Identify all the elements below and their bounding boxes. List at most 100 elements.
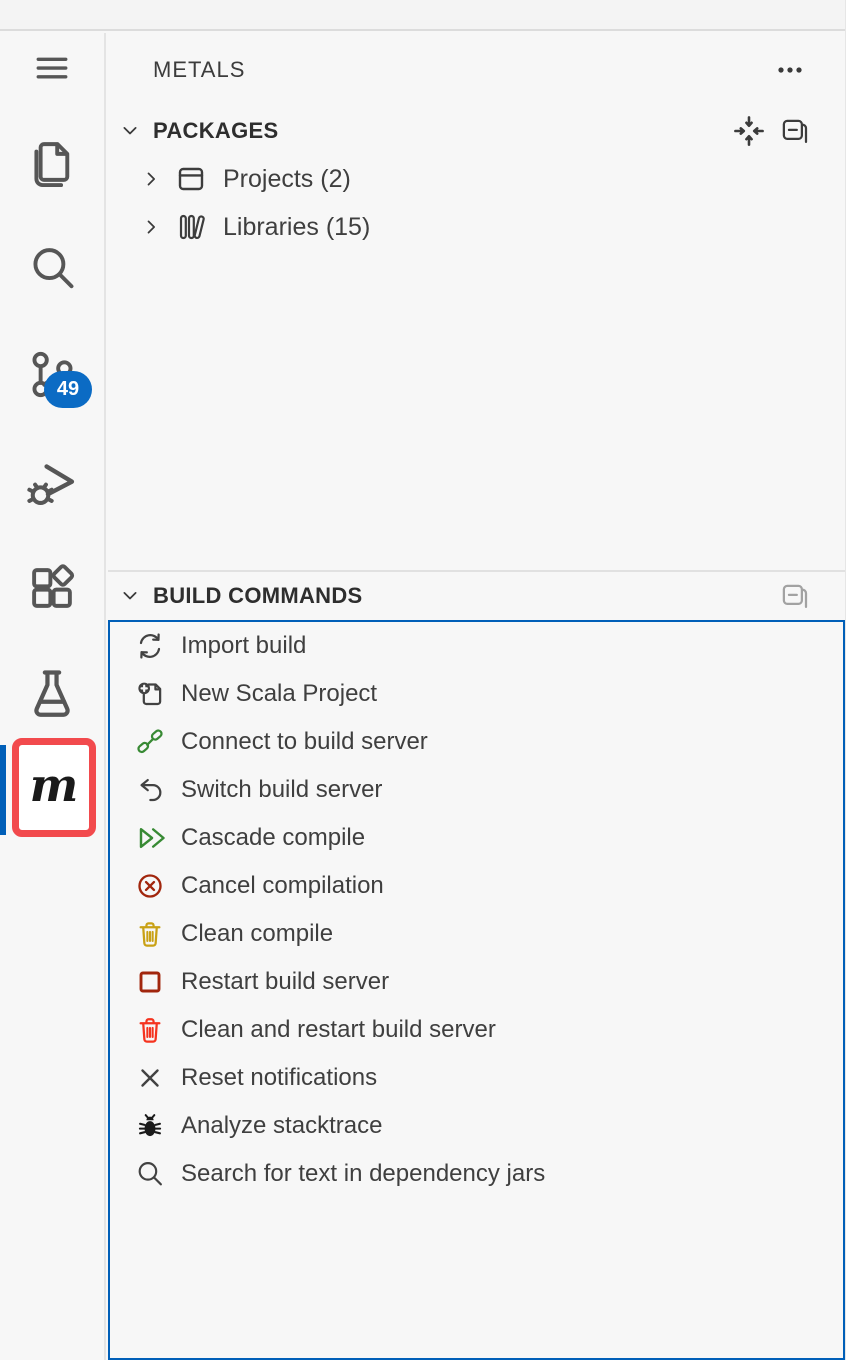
command-label: Switch build server	[181, 776, 383, 803]
command-row[interactable]: Clean compile	[110, 910, 843, 958]
command-label: Cascade compile	[181, 824, 366, 851]
close-icon	[141, 1069, 159, 1087]
command-row[interactable]: Switch build server	[110, 766, 843, 814]
command-label: Analyze stacktrace	[181, 1112, 383, 1139]
command-label: Restart build server	[181, 968, 390, 995]
command-row[interactable]: Import build	[110, 622, 843, 670]
command-row[interactable]: Reset notifications	[110, 1054, 843, 1102]
plug-icon	[137, 729, 163, 754]
chevron-right-icon	[141, 217, 161, 237]
menu-icon	[36, 57, 68, 79]
activity-item-beaker[interactable]	[26, 666, 78, 718]
trash-icon	[135, 1015, 165, 1045]
error-circle-icon	[138, 874, 162, 898]
packages-section-label: PACKAGES	[153, 118, 279, 143]
command-row[interactable]: Search for text in dependency jars	[110, 1150, 843, 1198]
trash-icon	[135, 919, 165, 949]
stop-square-icon	[135, 967, 165, 997]
chevron-down-icon	[123, 592, 137, 600]
build-commands-section-header[interactable]: BUILD COMMANDS	[108, 572, 845, 620]
library-icon	[179, 214, 205, 240]
chevron-right-icon	[147, 172, 155, 186]
command-row[interactable]: Cancel compilation	[110, 862, 843, 910]
tree-row[interactable]: Libraries (15)	[108, 203, 845, 251]
trash-icon	[139, 922, 161, 947]
tree-row[interactable]: Projects (2)	[108, 155, 845, 203]
sync-icon	[139, 633, 161, 659]
explorer-icon	[34, 142, 70, 188]
pane-header: METALS	[108, 45, 845, 95]
chevron-right-icon	[147, 220, 155, 234]
window-icon	[175, 163, 207, 195]
command-label: Connect to build server	[181, 728, 428, 755]
debug-icon	[27, 464, 75, 505]
command-row[interactable]: Connect to build server	[110, 718, 843, 766]
ellipsis-icon	[778, 67, 802, 73]
command-label: Import build	[181, 632, 307, 659]
more-actions-icon[interactable]	[775, 55, 805, 85]
tree-item-label: Projects (2)	[223, 164, 351, 193]
window-icon	[178, 167, 204, 191]
activity-item-menu[interactable]	[32, 48, 72, 88]
new-project-icon	[135, 679, 165, 709]
run-all-icon	[135, 823, 165, 853]
command-label: Search for text in dependency jars	[181, 1160, 546, 1187]
annotation-highlight[interactable]: m	[12, 738, 96, 837]
command-label: Clean compile	[181, 920, 334, 947]
chevron-down-icon	[120, 121, 140, 141]
sync-icon	[135, 631, 165, 661]
collapse-all-icon[interactable]	[779, 581, 809, 611]
sidebar-metals: METALS PACKAGES Projects (2) Libraries (1…	[108, 33, 845, 1360]
bug-icon	[135, 1111, 165, 1141]
source-control-badge: 49	[44, 371, 92, 408]
command-label: Clean and restart build server	[181, 1016, 496, 1043]
chevron-down-icon	[120, 586, 140, 606]
metals-logo-icon: m	[29, 757, 79, 812]
chevron-right-icon	[141, 169, 161, 189]
discard-icon	[140, 778, 162, 802]
command-label: New Scala Project	[181, 680, 378, 707]
title-bar	[0, 0, 845, 31]
tree-item-label: Libraries (15)	[223, 212, 371, 241]
packages-section: PACKAGES Projects (2) Libraries (15)	[108, 95, 845, 570]
search-icon	[33, 248, 74, 289]
trash-icon	[139, 1018, 161, 1043]
command-row[interactable]: Analyze stacktrace	[110, 1102, 843, 1150]
search-small-icon	[138, 1162, 162, 1186]
activity-item-search[interactable]	[26, 242, 78, 294]
command-label: Cancel compilation	[181, 872, 384, 899]
collapse-all-icon[interactable]	[779, 116, 809, 146]
command-row[interactable]: New Scala Project	[110, 670, 843, 718]
library-icon	[175, 211, 207, 243]
plug-icon	[135, 727, 165, 757]
close-icon	[135, 1063, 165, 1093]
command-row[interactable]: Cascade compile	[110, 814, 843, 862]
activity-item-debug[interactable]	[25, 456, 79, 510]
search-small-icon	[135, 1159, 165, 1189]
command-row[interactable]: Clean and restart build server	[110, 1006, 843, 1054]
new-project-icon	[138, 682, 162, 706]
activity-item-extensions[interactable]	[26, 562, 78, 614]
collapse-all-icon	[782, 584, 808, 608]
build-commands-section-label: BUILD COMMANDS	[153, 583, 363, 608]
discard-icon	[135, 775, 165, 805]
chevron-down-icon	[123, 127, 137, 135]
packages-tree: Projects (2) Libraries (15)	[108, 155, 845, 570]
focus-icon	[734, 116, 764, 146]
packages-section-header[interactable]: PACKAGES	[108, 107, 845, 155]
extensions-icon	[32, 564, 75, 608]
error-circle-icon	[135, 871, 165, 901]
stop-square-icon	[139, 971, 161, 993]
pane-title: METALS	[153, 57, 246, 82]
collapse-all-icon	[782, 119, 808, 143]
command-row[interactable]: Restart build server	[110, 958, 843, 1006]
command-label: Reset notifications	[181, 1064, 378, 1091]
beaker-icon	[34, 670, 70, 717]
focus-icon[interactable]	[733, 115, 765, 147]
bug-icon	[138, 1114, 162, 1137]
run-all-icon	[139, 827, 165, 849]
activity-item-explorer[interactable]	[26, 136, 78, 188]
